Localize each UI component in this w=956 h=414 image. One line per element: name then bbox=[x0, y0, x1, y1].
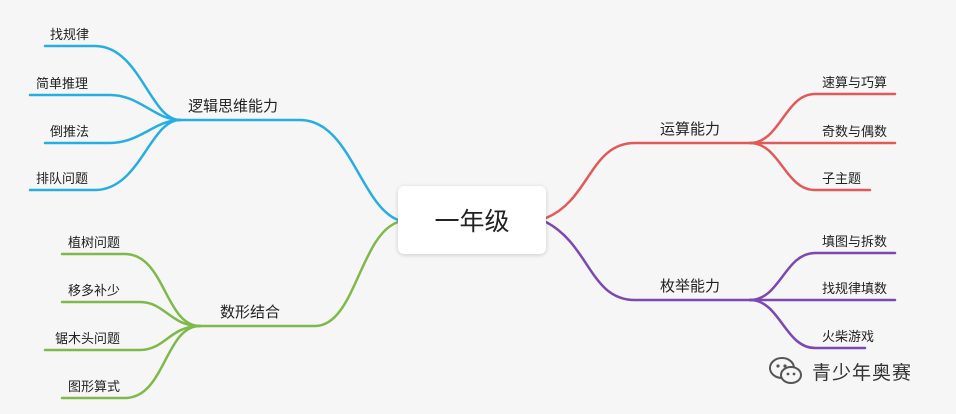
connector-shape-4 bbox=[60, 324, 202, 400]
wechat-icon bbox=[769, 357, 802, 384]
topic-logic-1[interactable]: 找规律 bbox=[50, 28, 90, 43]
topic-shape-3[interactable]: 锯木头问题 bbox=[55, 332, 121, 347]
connector-enum bbox=[544, 220, 752, 302]
connector-calc bbox=[544, 141, 752, 220]
connector-logic-4 bbox=[28, 118, 182, 192]
connector-logic-2 bbox=[28, 93, 182, 122]
connector-shape-1 bbox=[60, 252, 202, 328]
topic-shape-1[interactable]: 植树问题 bbox=[68, 236, 121, 251]
topic-calc-1[interactable]: 速算与巧算 bbox=[822, 76, 888, 91]
connector-calc-1 bbox=[748, 92, 897, 145]
topic-shape-2[interactable]: 移多补少 bbox=[68, 284, 121, 299]
connector-logic-1 bbox=[43, 44, 182, 122]
topic-enum-1[interactable]: 填图与拆数 bbox=[822, 235, 888, 250]
connector-logic bbox=[178, 118, 400, 222]
connector-calc-3 bbox=[748, 141, 872, 192]
branch-calc-label[interactable]: 运算能力 bbox=[660, 120, 721, 138]
branch-shape-label[interactable]: 数形结合 bbox=[220, 303, 281, 321]
watermark: 青少年奥赛 bbox=[768, 356, 912, 386]
connector-enum-3 bbox=[748, 298, 867, 350]
topic-enum-2[interactable]: 找规律填数 bbox=[822, 282, 888, 297]
watermark-text: 青少年奥赛 bbox=[812, 361, 913, 384]
connector-enum-1 bbox=[748, 251, 897, 302]
branch-enum-label[interactable]: 枚举能力 bbox=[660, 277, 721, 295]
topic-logic-2[interactable]: 简单推理 bbox=[36, 77, 89, 92]
topic-enum-3[interactable]: 火柴游戏 bbox=[822, 330, 875, 345]
topic-shape-4[interactable]: 图形算式 bbox=[68, 380, 121, 395]
branch-logic-label[interactable]: 逻辑思维能力 bbox=[188, 97, 279, 115]
topic-calc-2[interactable]: 奇数与偶数 bbox=[822, 125, 888, 140]
topic-calc-3[interactable]: 子主题 bbox=[822, 172, 862, 187]
central-topic[interactable]: 一年级 bbox=[398, 186, 546, 254]
topic-logic-3[interactable]: 倒推法 bbox=[50, 125, 90, 140]
topic-logic-4[interactable]: 排队问题 bbox=[36, 172, 89, 187]
connector-shape bbox=[198, 220, 400, 328]
connector-shape-2 bbox=[60, 300, 202, 328]
